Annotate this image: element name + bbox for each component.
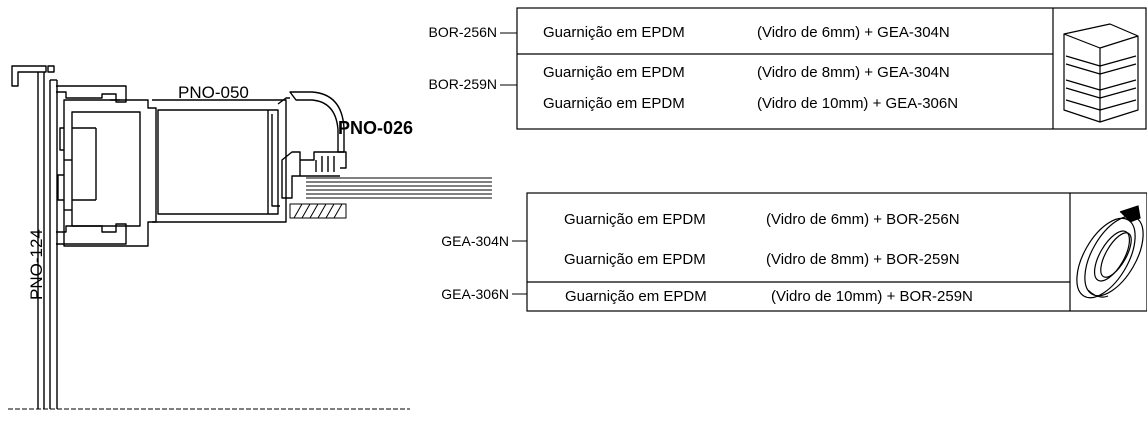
code-gea-304n: GEA-304N xyxy=(441,233,509,249)
table-cell-spec: (Vidro de 6mm) + GEA-304N xyxy=(757,24,950,41)
table-cell-material: Guarnição em EPDM xyxy=(564,211,706,228)
table-cell-material: Guarnição em EPDM xyxy=(543,95,685,112)
tape-gasket-table: GEA-304N GEA-306N Guarnição em EPDM (Vid… xyxy=(441,192,1147,312)
table-cell-material: Guarnição em EPDM xyxy=(543,24,685,41)
lower-gasket xyxy=(289,203,347,219)
table-cell-spec: (Vidro de 6mm) + BOR-256N xyxy=(766,211,960,228)
wedge-gasket-profile-icon xyxy=(1063,23,1139,123)
gasket-tape-roll-icon xyxy=(1076,205,1144,299)
table-cell-material: Guarnição em EPDM xyxy=(564,251,706,268)
code-gea-306n: GEA-306N xyxy=(441,286,509,302)
profile-section-drawing xyxy=(8,65,492,410)
table-cell-spec: (Vidro de 8mm) + BOR-259N xyxy=(766,251,960,268)
code-bor-259n: BOR-259N xyxy=(429,76,497,92)
table-cell-spec: (Vidro de 10mm) + GEA-306N xyxy=(757,95,958,112)
table-cell-spec: (Vidro de 10mm) + BOR-259N xyxy=(771,288,973,305)
code-bor-256n: BOR-256N xyxy=(429,24,497,40)
bead-label: PNO-026 xyxy=(338,118,413,138)
wedge-gasket-table: BOR-256N BOR-259N Guarnição em EPDM (Vid… xyxy=(429,7,1147,130)
sash-profile-pno-050 xyxy=(56,85,290,247)
table-cell-spec: (Vidro de 8mm) + GEA-304N xyxy=(757,64,950,81)
table-cell-material: Guarnição em EPDM xyxy=(565,288,707,305)
glass-pane xyxy=(306,177,492,199)
bead-profile-pno-026 xyxy=(281,91,347,199)
sash-label: PNO-050 xyxy=(178,83,249,102)
table-cell-material: Guarnição em EPDM xyxy=(543,64,685,81)
frame-label: PNO-124 xyxy=(27,229,46,300)
